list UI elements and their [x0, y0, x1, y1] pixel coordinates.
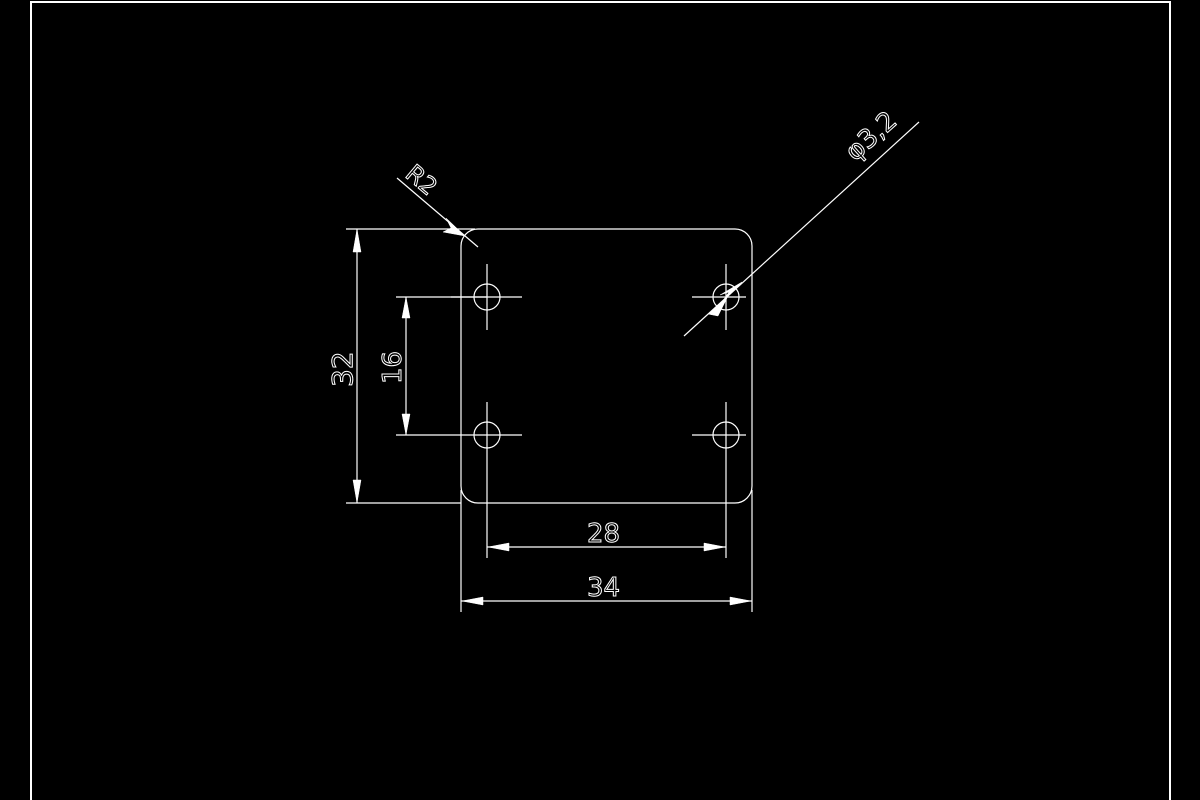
- dimension-label-34: 34: [587, 573, 620, 603]
- dimension-overall-width: 34: [460, 490, 753, 612]
- dimension-hole-spacing-vertical: 16: [378, 296, 487, 436]
- dimension-label-28: 28: [587, 519, 620, 549]
- hole-bottom-left: [396, 402, 522, 558]
- drawing-border-frame: [30, 1, 1171, 800]
- dimension-label-16: 16: [378, 351, 408, 384]
- hole-bottom-right: [692, 402, 746, 558]
- dimension-label-32: 32: [326, 351, 359, 387]
- plate-outline: [460, 228, 753, 504]
- dimension-hole-spacing-horizontal: 28: [487, 519, 726, 552]
